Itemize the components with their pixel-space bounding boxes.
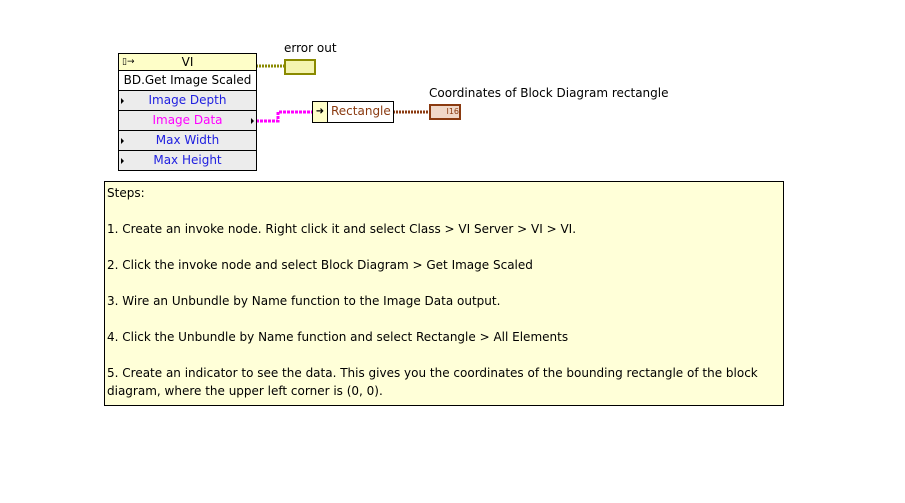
step: 2. Click the invoke node and select Bloc… — [107, 258, 533, 272]
reference-icon: ▯→ — [122, 57, 135, 67]
arrow-icon: ➜ — [313, 102, 328, 122]
steps-comment: Steps: 1. Create an invoke node. Right c… — [104, 181, 784, 406]
indicator-label: Coordinates of Block Diagram rectangle — [429, 86, 669, 100]
param-label: Image Data — [152, 113, 223, 127]
step: 1. Create an invoke node. Right click it… — [107, 222, 577, 236]
param-image-data[interactable]: Image Data — [119, 110, 256, 130]
step: 3. Wire an Unbundle by Name function to … — [107, 294, 501, 308]
param-label: Image Depth — [148, 93, 227, 107]
param-label: Max Width — [155, 133, 220, 147]
class-label: VI — [181, 55, 194, 69]
unbundle-element: Rectangle — [331, 104, 391, 118]
param-label: Max Height — [153, 153, 222, 167]
invoke-node[interactable]: ▯→ VI BD.Get Image Scaled Image Depth Ima… — [118, 53, 257, 171]
notes-title: Steps: — [107, 186, 145, 200]
invoke-node-method[interactable]: BD.Get Image Scaled — [119, 70, 256, 90]
error-out-label: error out — [284, 41, 337, 55]
unbundle-by-name[interactable]: ➜ Rectangle — [312, 101, 394, 123]
coordinates-indicator[interactable]: I16 — [429, 104, 461, 120]
param-max-height[interactable]: Max Height — [119, 150, 256, 170]
indicator-type: I16 — [446, 107, 459, 116]
param-max-width[interactable]: Max Width — [119, 130, 256, 150]
image-data-wire — [256, 110, 313, 123]
error-out-indicator[interactable] — [284, 59, 316, 75]
invoke-node-class: ▯→ VI — [119, 54, 256, 70]
step: 4. Click the Unbundle by Name function a… — [107, 330, 569, 344]
param-image-depth[interactable]: Image Depth — [119, 90, 256, 110]
step: 5. Create an indicator to see the data. … — [107, 366, 758, 398]
